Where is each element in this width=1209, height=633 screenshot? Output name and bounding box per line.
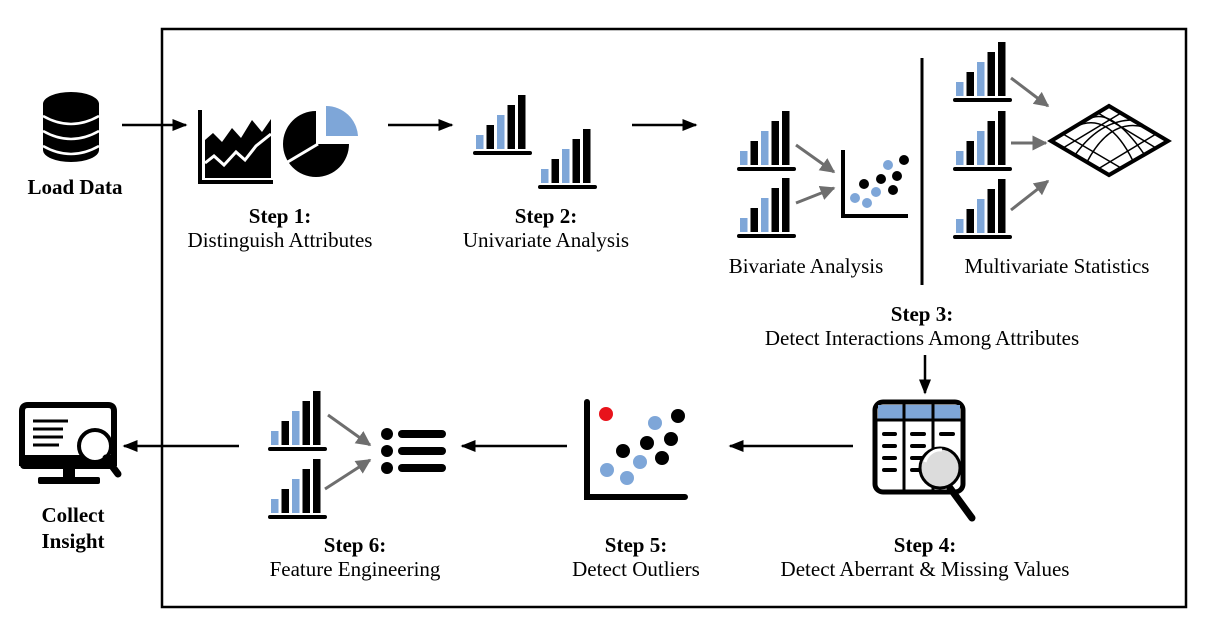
bullet-list-icon: [381, 428, 446, 474]
collect-insight-line2: Insight: [41, 529, 105, 553]
bar-chart-icon: [538, 129, 597, 189]
pie-chart-icon: [283, 105, 358, 177]
step-2-label: Step 2: Univariate Analysis: [436, 204, 656, 252]
gray-arrow: [1010, 76, 1050, 108]
monitor-search-icon: [19, 402, 122, 484]
bivariate-text: Bivariate Analysis: [728, 254, 884, 278]
bar-chart-icon: [953, 42, 1012, 102]
gray-arrow: [324, 458, 372, 491]
step-3-subtitle: Detect Interactions Among Attributes: [764, 326, 1080, 350]
step-2-subtitle: Univariate Analysis: [462, 228, 630, 252]
scatter-outlier-icon: [584, 399, 688, 500]
multivariate-text: Multivariate Statistics: [964, 254, 1150, 278]
step-4-title: Step 4:: [893, 533, 957, 557]
gray-arrow: [1010, 179, 1050, 212]
step-4-subtitle: Detect Aberrant & Missing Values: [780, 557, 1070, 581]
bar-chart-icon: [268, 391, 327, 451]
table-search-icon: [872, 399, 976, 522]
pipeline-frame: [160, 27, 1188, 609]
step-3-label: Step 3: Detect Interactions Among Attrib…: [722, 302, 1122, 350]
collect-insight-label: Collect Insight: [18, 502, 128, 554]
bivariate-label: Bivariate Analysis: [706, 254, 906, 278]
step-5-title: Step 5:: [604, 533, 668, 557]
step-6-label: Step 6: Feature Engineering: [245, 533, 465, 581]
step-1-label: Step 1: Distinguish Attributes: [170, 204, 390, 252]
collect-insight-line1: Collect: [41, 503, 105, 527]
gray-arrow: [327, 413, 372, 447]
bar-chart-icon: [953, 179, 1012, 239]
bar-chart-icon: [473, 95, 532, 155]
outlier-point: [599, 407, 613, 421]
bar-chart-icon: [737, 111, 796, 171]
bar-chart-icon: [268, 459, 327, 519]
step-4-label: Step 4: Detect Aberrant & Missing Values: [745, 533, 1105, 581]
convergence-arrows: [324, 76, 1050, 491]
area-chart-icon: [198, 110, 273, 184]
step-5-subtitle: Detect Outliers: [572, 557, 700, 581]
gray-arrow: [795, 143, 836, 174]
step-1-title: Step 1:: [248, 204, 312, 228]
step-2-title: Step 2:: [514, 204, 578, 228]
multivariate-label: Multivariate Statistics: [942, 254, 1172, 278]
step-3-title: Step 3:: [890, 302, 954, 326]
load-data-label: Load Data: [20, 174, 130, 200]
load-data-text: Load Data: [27, 175, 123, 199]
bar-chart-icon: [737, 178, 796, 238]
step-5-label: Step 5: Detect Outliers: [536, 533, 736, 581]
step-6-subtitle: Feature Engineering: [269, 557, 441, 581]
database-icon: [42, 92, 100, 162]
surface-mesh-icon: [1047, 103, 1172, 178]
scatter-plot-icon: [841, 150, 909, 218]
bar-chart-icon: [953, 111, 1012, 171]
step-1-subtitle: Distinguish Attributes: [187, 228, 373, 252]
step-6-title: Step 6:: [323, 533, 387, 557]
gray-arrow: [795, 185, 836, 205]
